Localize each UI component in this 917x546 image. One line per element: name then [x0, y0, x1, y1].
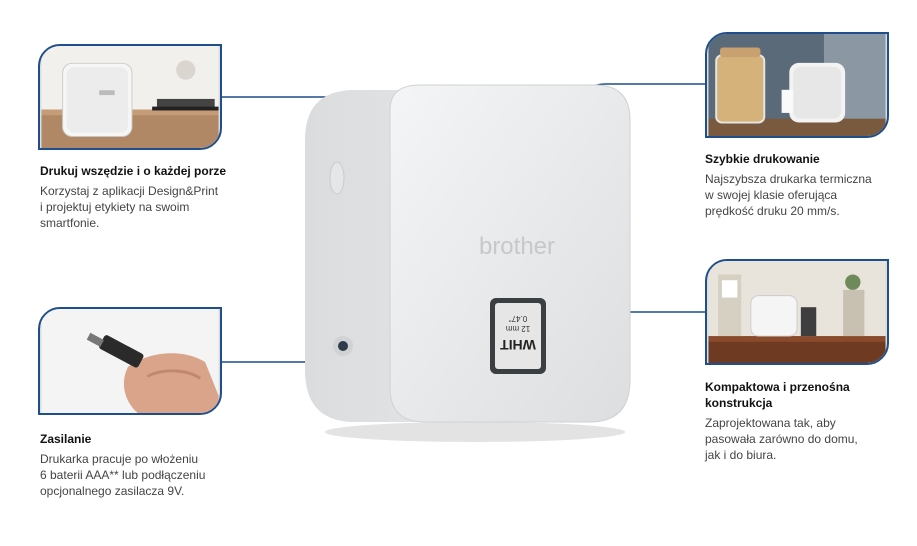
desc-line: opcjonalnego zasilacza 9V.	[40, 484, 185, 498]
desc-line: jak i do biura.	[705, 448, 777, 462]
tape-size: 12 mm	[505, 324, 530, 333]
feature-anywhere-title: Drukuj wszędzie i o każdej porze	[40, 164, 227, 178]
desc-line: smartfonie.	[40, 216, 100, 230]
photo-printer-desk	[38, 44, 222, 150]
feature-anywhere: Drukuj wszędzie i o każdej porze Korzyst…	[40, 163, 270, 231]
printer-image: brother WHIT 12 mm 0.47"	[305, 84, 631, 442]
desc-line: w swojej klasie oferująca	[705, 188, 838, 202]
feature-compact-title: Kompaktowa i przenośna konstrukcja	[705, 379, 905, 411]
photo-power-plug	[38, 307, 222, 415]
desc-line: Korzystaj z aplikacji Design&Print	[40, 184, 219, 198]
feature-fast-title: Szybkie drukowanie	[705, 152, 820, 166]
feature-compact: Kompaktowa i przenośna konstrukcja Zapro…	[705, 379, 905, 463]
title-line: konstrukcja	[705, 396, 773, 410]
desc-line: prędkość druku 20 mm/s.	[705, 204, 840, 218]
power-plug-image	[41, 309, 219, 413]
photo-jar-printer	[705, 32, 889, 138]
desc-line: 6 baterii AAA** lub podłączeniu	[40, 468, 206, 482]
desc-line: i projektuj etykiety na swoim	[40, 200, 190, 214]
tape-text: WHIT	[500, 337, 536, 353]
printer-brand: brother	[479, 233, 555, 260]
desc-line: Drukarka pracuje po włożeniu	[40, 452, 199, 466]
photo-shelf	[705, 259, 889, 365]
feature-power-title: Zasilanie	[40, 432, 92, 446]
feature-compact-desc: Zaprojektowana tak, aby pasowała zarówno…	[705, 415, 905, 463]
desk-scene-image	[41, 46, 219, 148]
feature-fast-desc: Najszybsza drukarka termiczna w swojej k…	[705, 171, 905, 219]
desc-line: pasowała zarówno do domu,	[705, 432, 858, 446]
tape-size-inch: 0.47"	[509, 314, 528, 323]
feature-anywhere-desc: Korzystaj z aplikacji Design&Print i pro…	[40, 183, 270, 231]
feature-fast: Szybkie drukowanie Najszybsza drukarka t…	[705, 151, 905, 219]
feature-power-desc: Drukarka pracuje po włożeniu 6 baterii A…	[40, 451, 270, 499]
jar-scene-image	[708, 34, 886, 136]
feature-power: Zasilanie Drukarka pracuje po włożeniu 6…	[40, 431, 270, 499]
desc-line: Zaprojektowana tak, aby	[705, 416, 836, 430]
title-line: Kompaktowa i przenośna	[705, 380, 850, 394]
shelf-scene-image	[708, 261, 886, 363]
desc-line: Najszybsza drukarka termiczna	[705, 172, 872, 186]
